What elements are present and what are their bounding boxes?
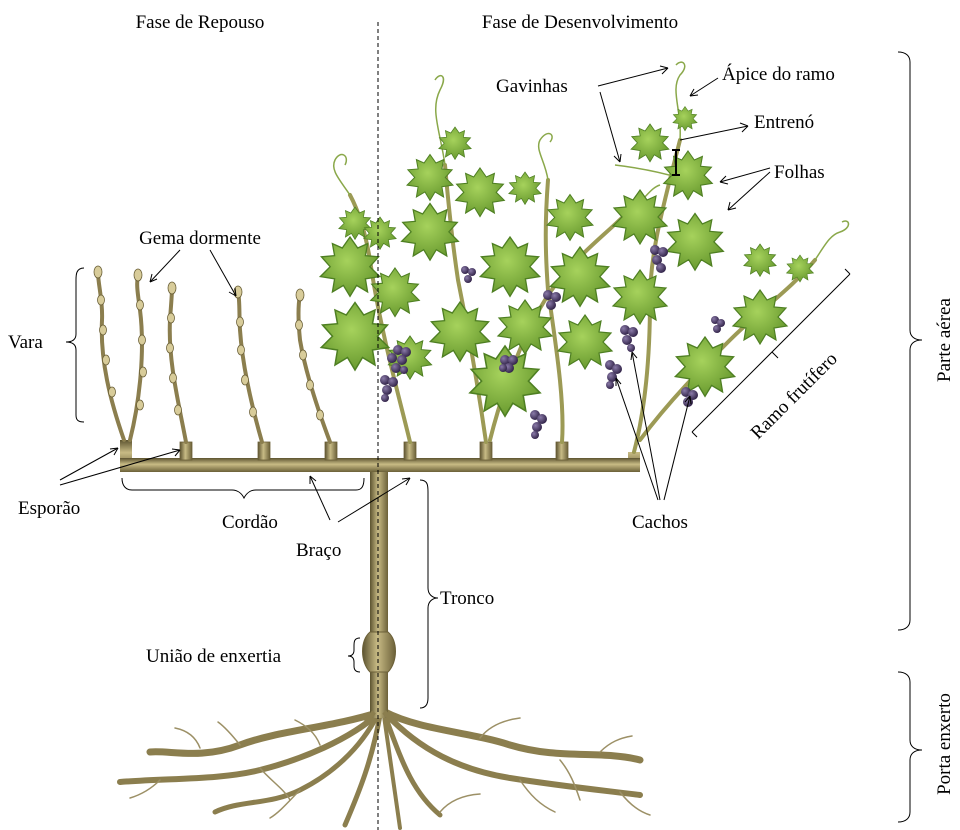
spurs xyxy=(180,442,568,460)
phase-title-dormant: Fase de Repouso xyxy=(136,12,265,33)
section-porta-enxerto: Porta enxerto xyxy=(934,693,955,795)
label-vara: Vara xyxy=(8,332,43,353)
section-parte-aerea: Parte aérea xyxy=(934,298,955,382)
label-braco: Braço xyxy=(296,540,341,561)
label-gavinhas: Gavinhas xyxy=(496,76,568,97)
label-gema-dormente: Gema dormente xyxy=(139,228,261,249)
label-folhas: Folhas xyxy=(774,162,825,183)
label-esporao: Esporão xyxy=(18,498,80,519)
label-tronco: Tronco xyxy=(440,588,494,609)
phase-title-growth: Fase de Desenvolvimento xyxy=(482,12,678,33)
graft-union xyxy=(363,632,396,672)
label-uniao-enxertia: União de enxertia xyxy=(146,646,282,667)
dormant-buds xyxy=(94,266,324,420)
label-entreno: Entrenó xyxy=(754,112,814,133)
roots xyxy=(120,712,650,828)
trunk xyxy=(363,468,396,722)
label-apice-ramo: Ápice do ramo xyxy=(722,63,835,85)
dormant-canes xyxy=(98,272,330,442)
label-cordao: Cordão xyxy=(222,512,278,533)
label-cachos: Cachos xyxy=(632,512,688,533)
